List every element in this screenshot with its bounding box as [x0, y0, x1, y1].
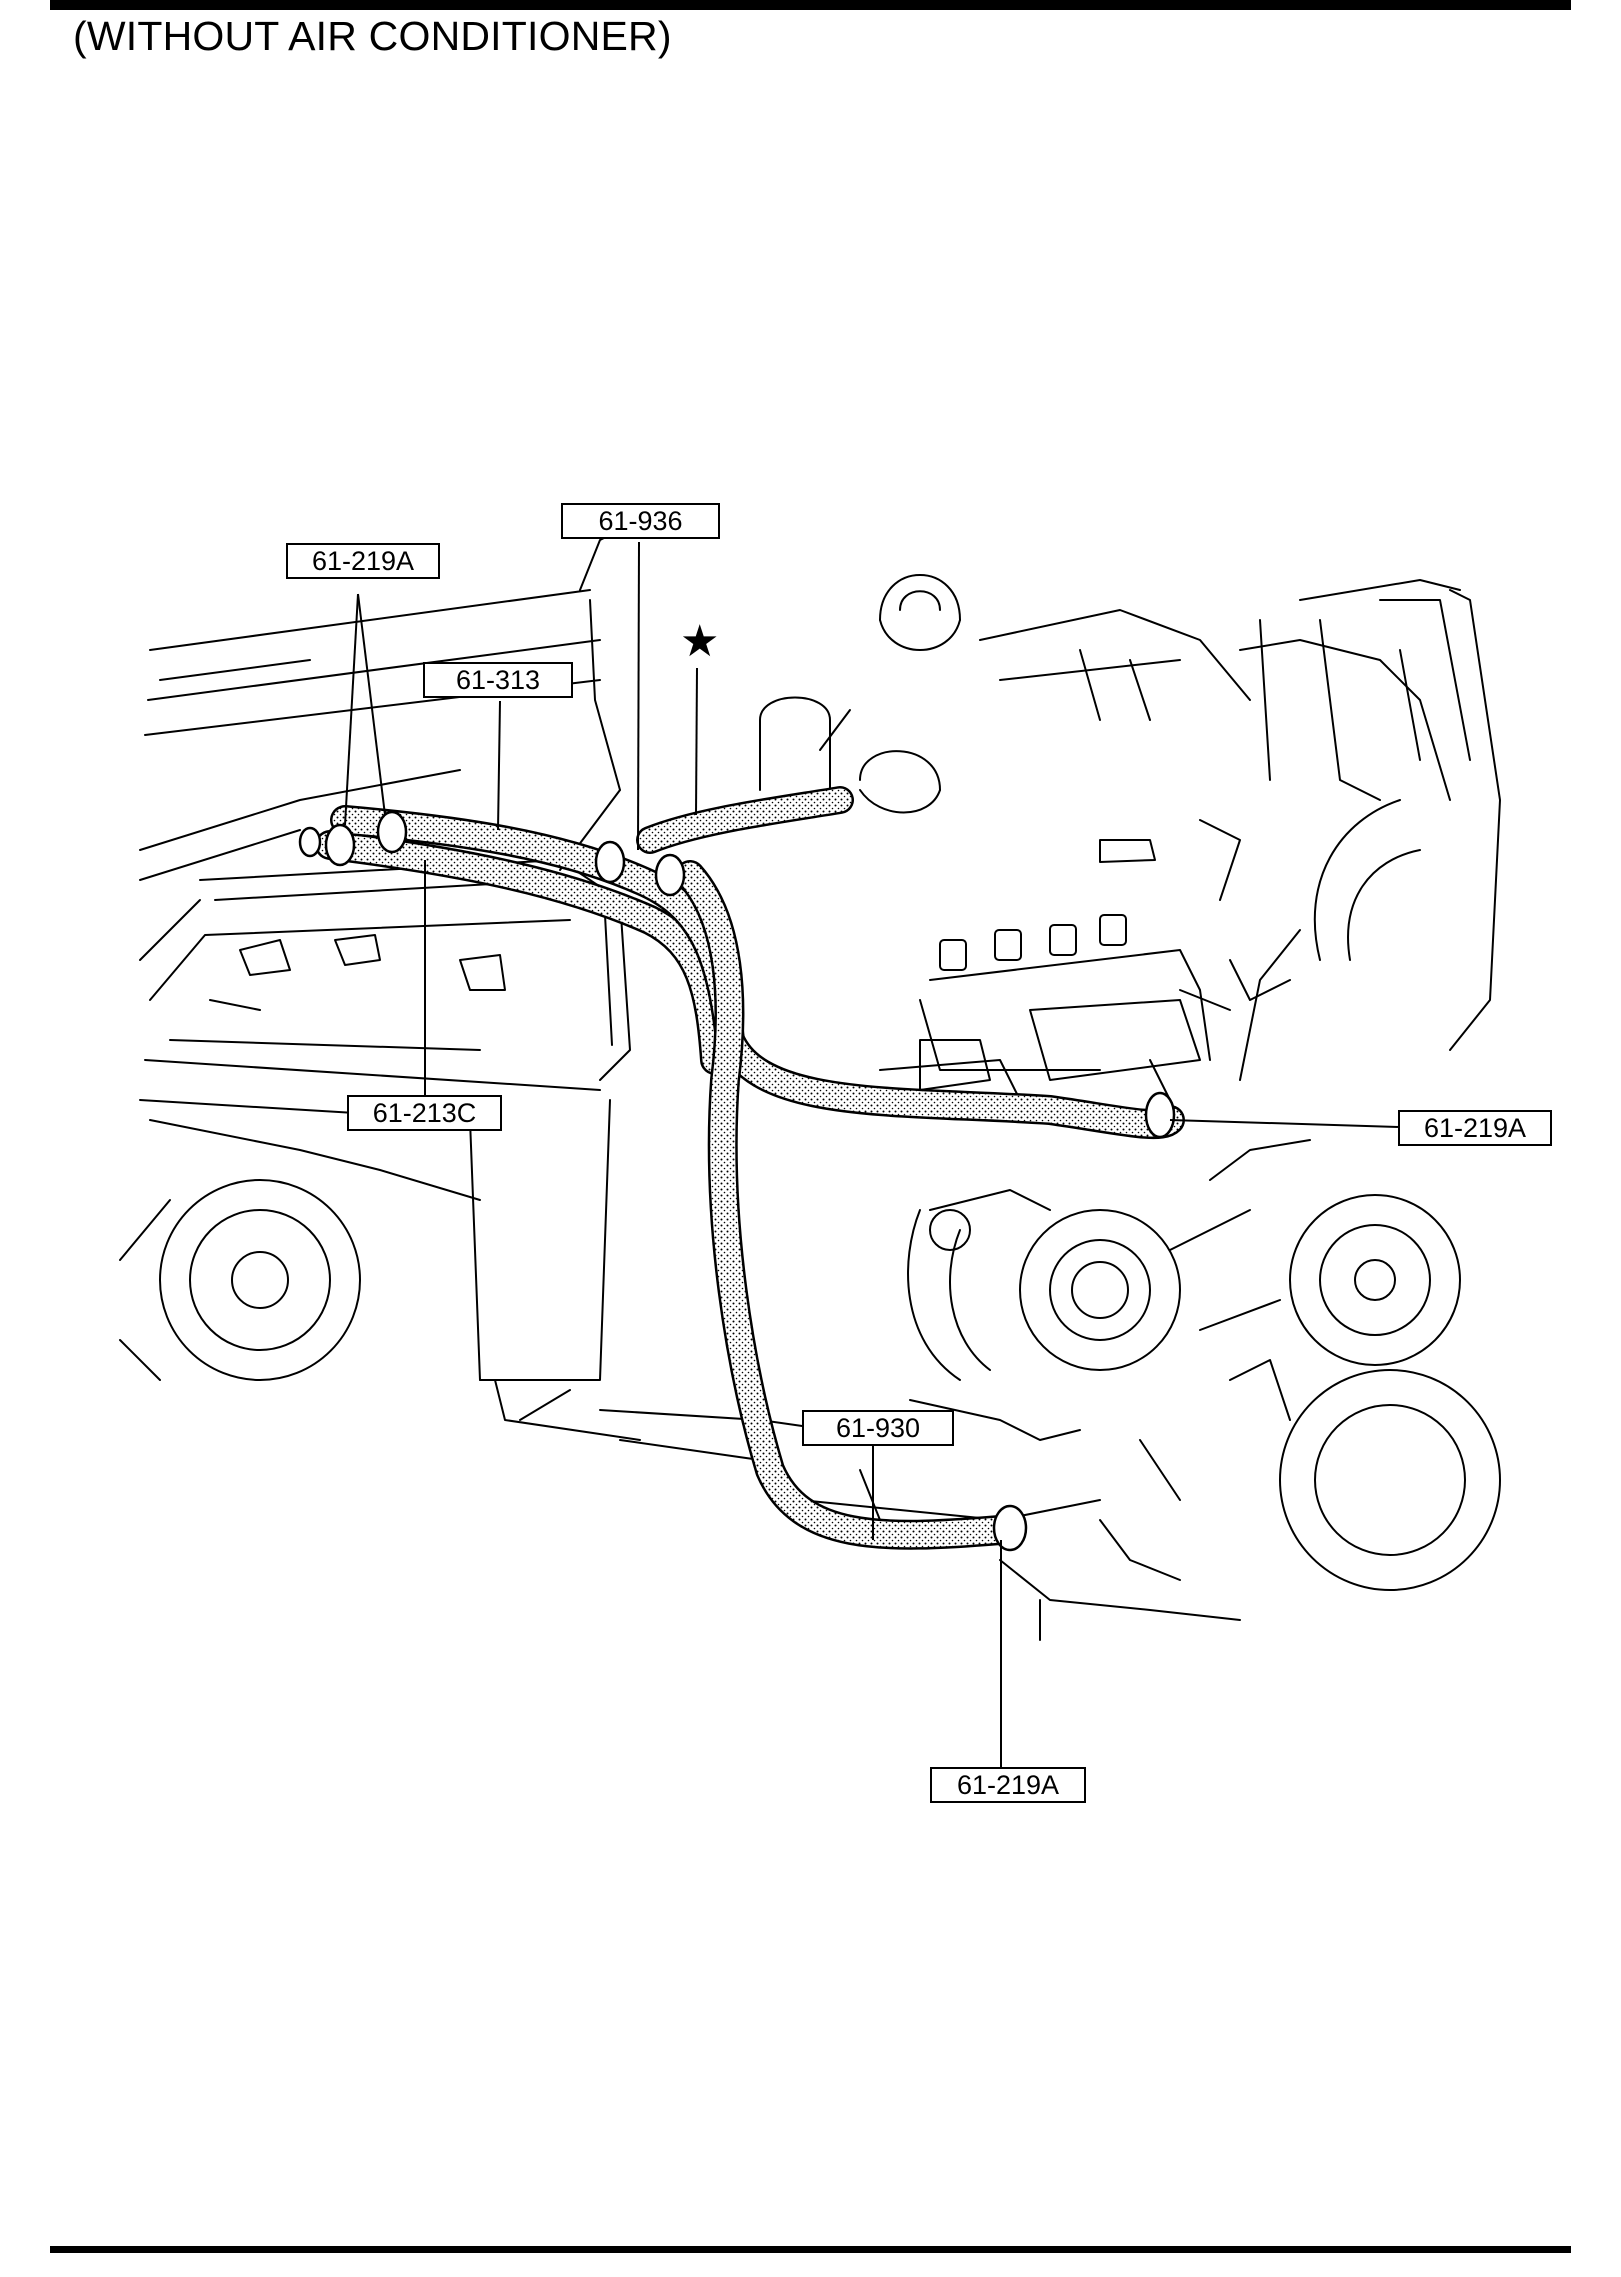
callout-61-219A-bottom: 61-219A — [930, 1767, 1086, 1803]
bottom-rule — [50, 2246, 1571, 2253]
callout-61-936: 61-936 — [561, 503, 720, 539]
callout-61-219A-top: 61-219A — [286, 543, 440, 579]
callout-61-930: 61-930 — [802, 1410, 954, 1446]
hose-clamps — [298, 810, 1176, 1552]
callout-61-219A-right: 61-219A — [1398, 1110, 1552, 1146]
callout-61-213C: 61-213C — [347, 1095, 502, 1131]
page-heading: (WITHOUT AIR CONDITIONER) — [73, 13, 672, 59]
heater-hoses — [315, 786, 1185, 1550]
callout-61-313: 61-313 — [423, 662, 573, 698]
star-marker: ★ — [680, 617, 720, 666]
top-rule — [50, 0, 1571, 10]
leader-lines — [344, 541, 1401, 1770]
